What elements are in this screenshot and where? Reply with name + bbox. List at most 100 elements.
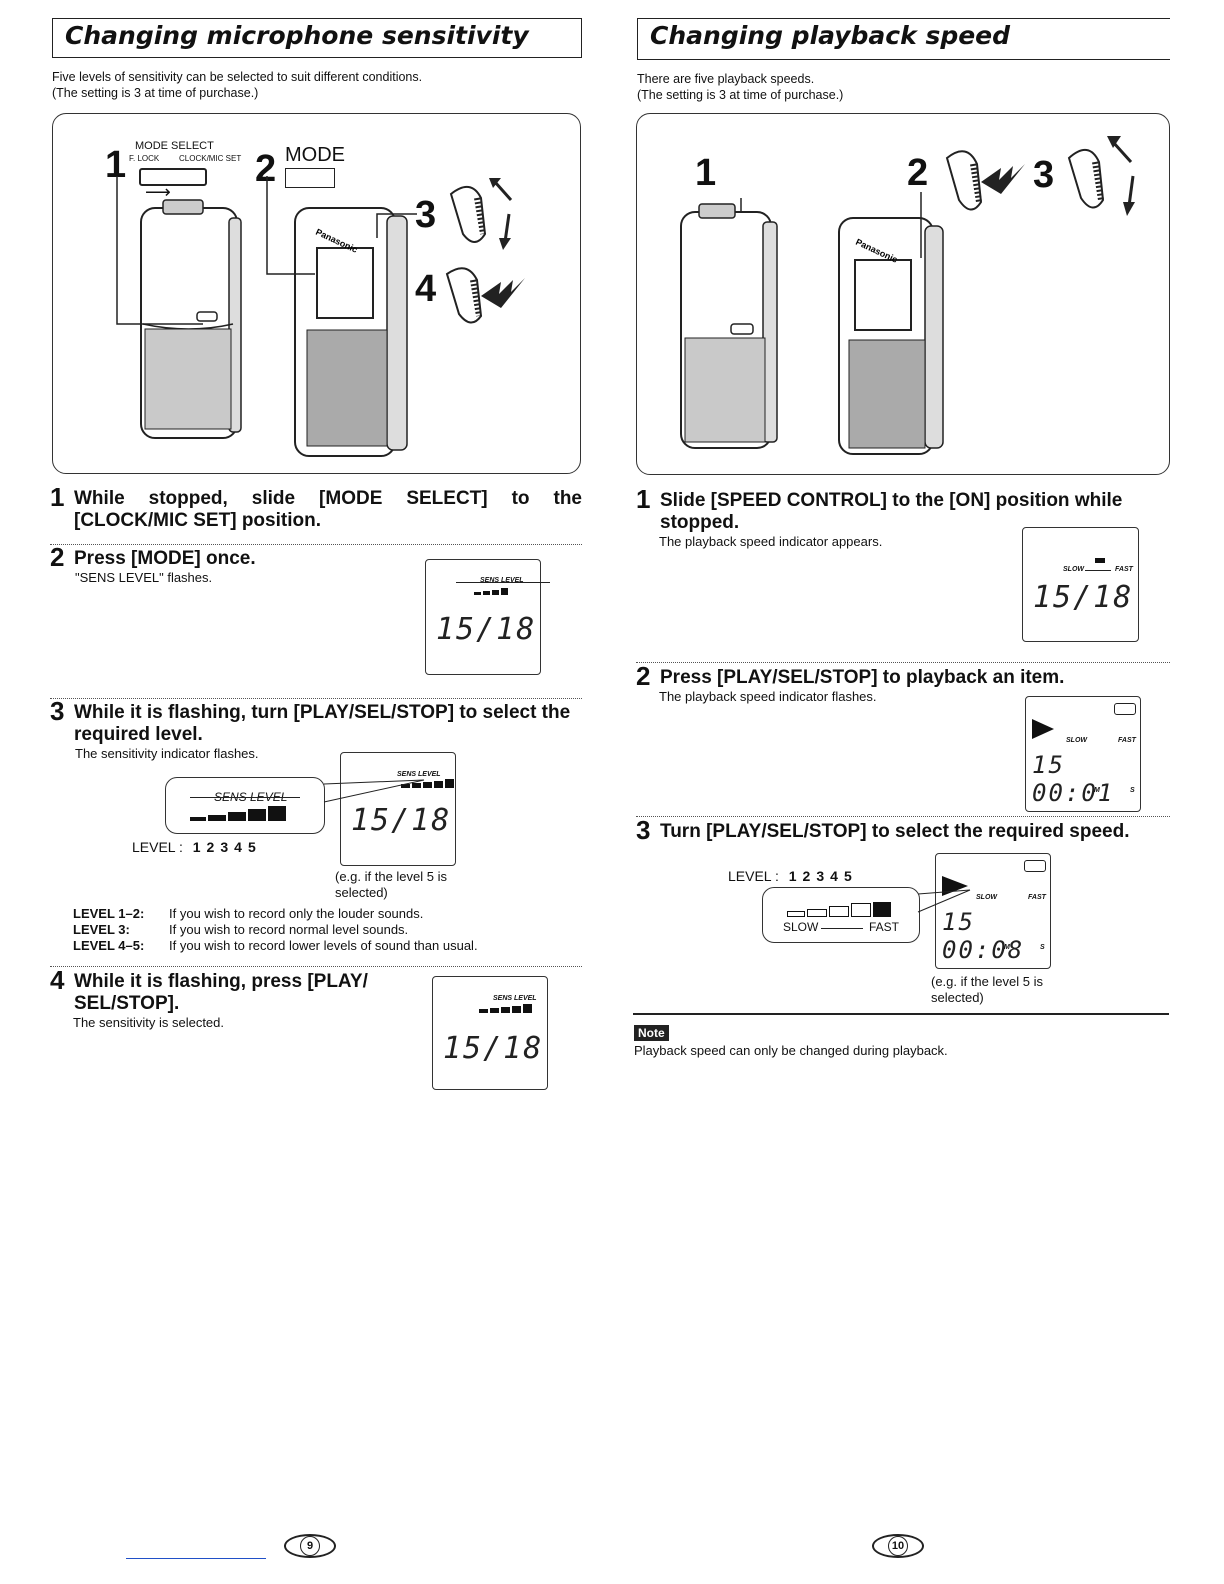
- callout-slow-label: SLOW: [783, 920, 819, 934]
- mode-button-icon: [285, 168, 335, 188]
- lcd-digits: 15/18: [443, 1031, 544, 1066]
- right-step-1-sub: The playback speed indicator appears.: [659, 534, 883, 549]
- recorder-side-view-icon: [140, 199, 242, 439]
- lcd-display-right-step1: SLOW FAST 15/18: [1022, 527, 1139, 642]
- lcd-digits: 15/18: [436, 612, 537, 647]
- lcd-digits: 15 00:08: [942, 908, 1025, 964]
- note-rule: [633, 1013, 1169, 1015]
- lcd-display-right-step2: SLOW FAST 15 00:01 M S: [1025, 696, 1141, 812]
- callout-pointer: [323, 779, 425, 803]
- left-intro-line1: Five levels of sensitivity can be select…: [52, 70, 423, 84]
- callout-line: [920, 192, 922, 258]
- divider: [50, 544, 582, 545]
- right-page-number: 10: [872, 1534, 924, 1558]
- right-step-2-sub: The playback speed indicator flashes.: [659, 689, 877, 704]
- callout-line-2: [266, 176, 315, 275]
- slow-label: SLOW: [1063, 566, 1084, 573]
- left-step-3: 3 While it is flashing, turn [PLAY/SEL/S…: [50, 696, 571, 745]
- divider: [50, 966, 582, 967]
- recorder-front-view-icon: Panasonic: [838, 217, 944, 455]
- lcd-level-bars: [474, 588, 508, 595]
- left-step-4-sub: The sensitivity is selected.: [73, 1015, 225, 1030]
- slow-label: SLOW: [976, 894, 997, 901]
- level-descriptions: LEVEL 1–2:If you wish to record only the…: [73, 906, 478, 954]
- jog-dial-press-icon: [445, 267, 525, 324]
- left-step-1: 1 While stopped, slide [MODE SELECT] to …: [50, 482, 582, 531]
- lcd-digits: 15 00:01: [1032, 751, 1115, 807]
- left-section-title: Changing microphone sensitivity: [52, 18, 582, 58]
- lcd-level-bars: [479, 1004, 532, 1013]
- note-badge: Note: [634, 1025, 669, 1041]
- divider: [50, 698, 582, 699]
- right-intro-line2: (The setting is 3 at time of purchase.): [637, 88, 844, 102]
- lcd-sens-level-label: SENS LEVEL: [480, 577, 524, 584]
- lcd-bar-line: [456, 582, 550, 583]
- callout-line-3: [376, 213, 417, 238]
- lcd-digits: 15/18: [351, 803, 452, 838]
- minutes-label: M: [1004, 944, 1010, 951]
- battery-icon: [1114, 703, 1136, 715]
- note-text: Playback speed can only be changed durin…: [634, 1043, 948, 1058]
- illus-step-2-marker: 2: [907, 152, 929, 194]
- right-section-title: Changing playback speed: [637, 18, 1170, 60]
- battery-icon: [1024, 860, 1046, 872]
- right-step-2: 2 Press [PLAY/SEL/STOP] to playback an i…: [636, 661, 1065, 691]
- illus-step-2-marker: 2: [255, 148, 277, 190]
- speed-callout: SLOW FAST: [762, 887, 920, 943]
- callout-rule: [190, 797, 300, 798]
- jog-dial-press-icon: [945, 150, 1025, 211]
- minutes-label: M: [1094, 787, 1100, 794]
- left-intro-line2: (The setting is 3 at time of purchase.): [52, 86, 259, 100]
- fast-label: FAST: [1115, 566, 1133, 573]
- jog-dial-rotate-icon: [449, 178, 513, 250]
- right-step-3: 3 Turn [PLAY/SEL/STOP] to select the req…: [636, 815, 1130, 845]
- lcd-level-bars: [401, 779, 454, 788]
- speed-indicator-icon: [1095, 558, 1105, 563]
- right-intro-line1: There are five playback speeds.: [637, 72, 815, 86]
- seconds-label: S: [1040, 944, 1045, 951]
- recorder-front-view-icon: Panasonic: [294, 207, 408, 457]
- mode-select-label: MODE SELECT: [135, 140, 214, 152]
- right-eg-caption: (e.g. if the level 5 is selected): [931, 974, 1043, 1005]
- lcd-display-step4: SENS LEVEL 15/18: [432, 976, 548, 1090]
- callout-line-1: [116, 176, 203, 325]
- left-step-4: 4 While it is flashing, press [PLAY/ SEL…: [50, 965, 368, 1014]
- callout-pointer: [917, 889, 971, 913]
- illus-step-4-marker: 4: [415, 268, 437, 310]
- illus-step-3-marker: 3: [415, 194, 437, 236]
- mode-select-switch-icon: [139, 168, 207, 186]
- sens-level-callout: SENS LEVEL: [165, 777, 325, 834]
- lcd-digits: 15/18: [1033, 580, 1134, 615]
- clock-mic-set-label: CLOCK/MIC SET: [179, 154, 242, 163]
- divider: [636, 662, 1170, 663]
- mode-button-label: MODE: [285, 144, 345, 166]
- illus-step-3-marker: 3: [1033, 154, 1055, 196]
- illus-step-1-marker: 1: [105, 144, 127, 186]
- left-step-2-sub: "SENS LEVEL" flashes.: [75, 570, 213, 585]
- lcd-display-step2: SENS LEVEL 15/18: [425, 559, 550, 675]
- slide-arrow-icon: ⟶: [145, 182, 171, 202]
- lcd-display-right-step3: SLOW FAST 15 00:08 M S: [935, 853, 1051, 969]
- divider: [636, 816, 1170, 817]
- lcd-sens-level-label: SENS LEVEL: [397, 771, 441, 778]
- callout-level-bars: [190, 806, 286, 821]
- speed-scale-rule: [1085, 570, 1111, 571]
- left-step-3-sub: The sensitivity indicator flashes.: [75, 746, 259, 761]
- lcd-display-step3: SENS LEVEL 15/18: [340, 752, 456, 866]
- recorder-side-view-icon: [680, 198, 778, 449]
- level-desc-row: LEVEL 1–2:If you wish to record only the…: [73, 906, 424, 921]
- fast-label: FAST: [1118, 737, 1136, 744]
- slow-label: SLOW: [1066, 737, 1087, 744]
- fast-label: FAST: [1028, 894, 1046, 901]
- level-desc-row: LEVEL 4–5:If you wish to record lower le…: [73, 938, 478, 953]
- left-page-number: 9: [284, 1534, 336, 1558]
- illus-step-1-marker: 1: [695, 152, 717, 194]
- right-illustration-frame: 1 Panasonic 2 3: [636, 113, 1170, 475]
- left-eg-caption: (e.g. if the level 5 is selected): [335, 869, 447, 900]
- level-desc-row: LEVEL 3:If you wish to record normal lev…: [73, 922, 409, 937]
- play-icon: [1032, 719, 1054, 739]
- left-illustration-frame: 1 MODE SELECT F. LOCK CLOCK/MIC SET 2 MO…: [52, 113, 581, 474]
- jog-dial-rotate-icon: [1067, 136, 1135, 216]
